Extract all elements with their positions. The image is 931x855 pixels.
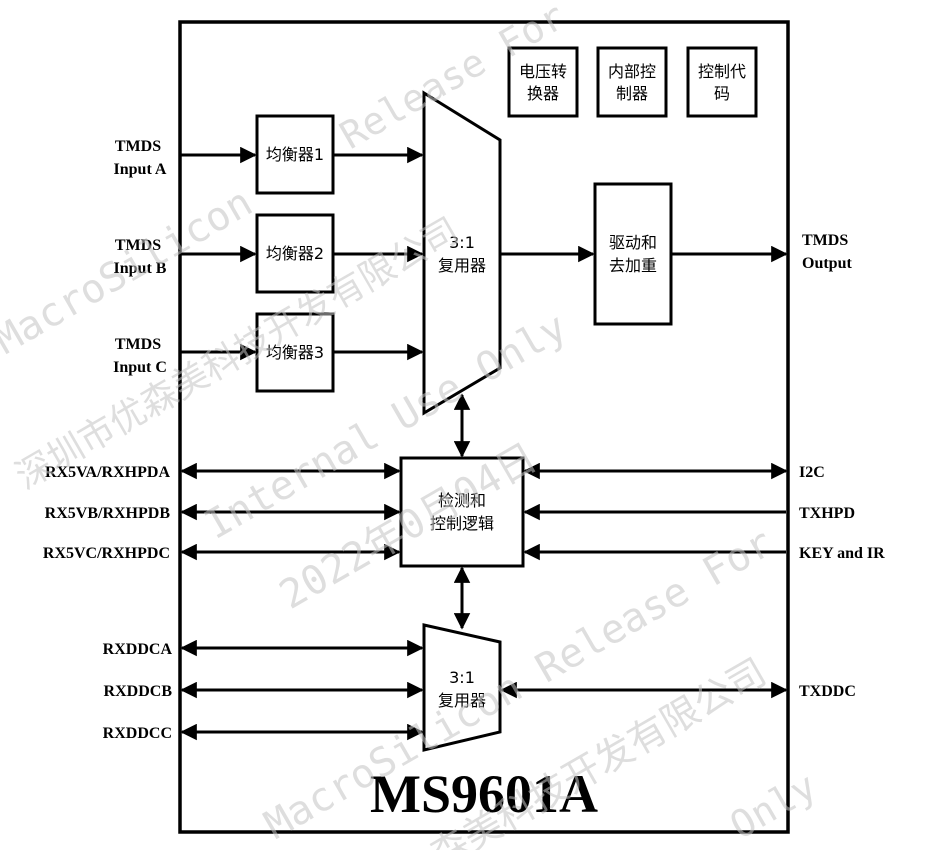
- internal-controller-line1: 内部控: [608, 62, 656, 81]
- detect-logic-line2: 控制逻辑: [430, 514, 494, 533]
- key-ir-label: KEY and IR: [799, 545, 885, 562]
- equalizer-2-label: 均衡器2: [266, 244, 324, 263]
- driver-line1: 驱动和: [609, 233, 657, 252]
- detect-logic-block: 检测和 控制逻辑: [399, 456, 525, 568]
- txddc-label: TXDDC: [799, 683, 856, 700]
- watermark-company-2: 森美科技开发有限公司: [423, 650, 774, 850]
- tmds-input-c-line2: Input C: [113, 359, 167, 376]
- driver-line2: 去加重: [609, 256, 657, 275]
- rx5vc-label: RX5VC/RXHPDC: [43, 545, 170, 562]
- voltage-converter-line2: 换器: [527, 84, 559, 103]
- control-code-line1: 控制代: [698, 62, 746, 81]
- rxddca-label: RXDDCA: [103, 641, 173, 658]
- tmds-output-line1: TMDS: [802, 232, 848, 249]
- equalizer-1-label: 均衡器1: [266, 145, 324, 164]
- internal-controller-block: 内部控 制器: [596, 46, 668, 118]
- control-code-block: 控制代 码: [686, 46, 758, 118]
- chip-name: MS9601A: [370, 764, 598, 824]
- tmds-signal-paths: [180, 146, 788, 741]
- main-mux-line2: 复用器: [438, 256, 486, 275]
- tmds-input-b-line2: Input B: [114, 260, 167, 277]
- i2c-label: I2C: [799, 464, 825, 481]
- driver-block: 驱动和 去加重: [593, 182, 673, 326]
- detect-logic-line1: 检测和: [438, 491, 486, 510]
- equalizer-3-label: 均衡器3: [266, 343, 324, 362]
- main-mux-block: 3:1 复用器: [422, 90, 502, 416]
- rx5vb-label: RX5VB/RXHPDB: [45, 505, 171, 522]
- main-mux-line1: 3:1: [449, 233, 475, 252]
- ddc-mux-line2: 复用器: [438, 691, 486, 710]
- rxddcb-label: RXDDCB: [104, 683, 173, 700]
- rx5va-label: RX5VA/RXHPDA: [45, 464, 170, 481]
- tmds-output-line2: Output: [802, 255, 852, 272]
- chip-outline: [178, 20, 790, 834]
- voltage-converter-line1: 电压转: [519, 62, 567, 81]
- control-code-line2: 码: [714, 84, 730, 103]
- rxddcc-label: RXDDCC: [103, 725, 172, 742]
- ddc-mux-line1: 3:1: [449, 668, 475, 687]
- internal-controller-line2: 制器: [616, 84, 648, 103]
- tmds-input-c-line1: TMDS: [115, 336, 161, 353]
- ddc-mux-block: 3:1 复用器: [422, 623, 502, 752]
- tmds-input-a-line1: TMDS: [115, 138, 161, 155]
- watermark-layer: Release For 深圳市优森美科技开发有限公司 Internal Use …: [0, 0, 824, 855]
- tmds-input-b-line1: TMDS: [115, 237, 161, 254]
- equalizer-1-block: 均衡器1: [255, 114, 335, 195]
- equalizer-2-block: 均衡器2: [255, 213, 335, 294]
- voltage-converter-block: 电压转 换器: [507, 46, 579, 118]
- txhpd-label: TXHPD: [799, 505, 855, 522]
- watermark-only: Only: [723, 764, 824, 848]
- tmds-input-a-line2: Input A: [114, 161, 167, 178]
